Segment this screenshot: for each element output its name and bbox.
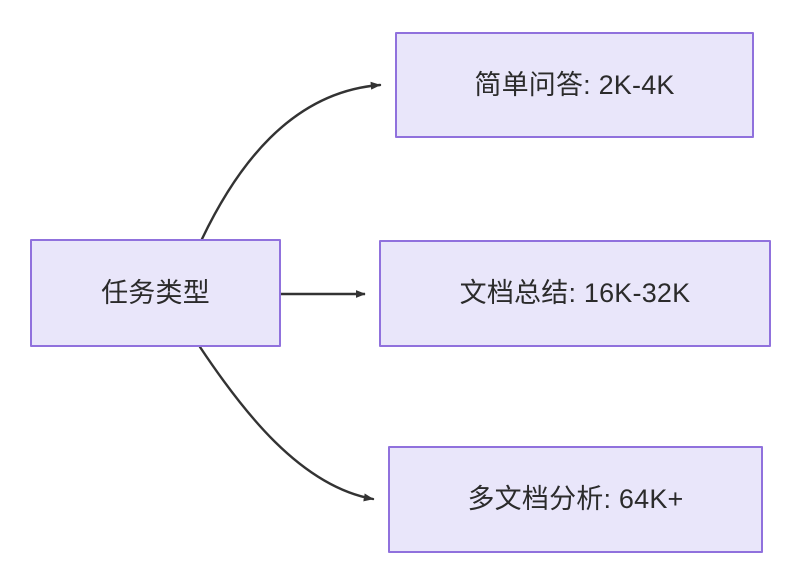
node-simple-qa-label: 简单问答: 2K-4K — [474, 69, 675, 100]
node-multi-doc-label: 多文档分析: 64K+ — [467, 484, 684, 515]
node-multi-doc[interactable]: 多文档分析: 64K+ — [388, 446, 763, 553]
node-doc-summary[interactable]: 文档总结: 16K-32K — [379, 240, 771, 347]
node-task-type-label: 任务类型 — [101, 277, 210, 308]
node-task-type[interactable]: 任务类型 — [30, 239, 281, 347]
edge-source-to-multi-doc — [198, 345, 375, 502]
node-simple-qa[interactable]: 简单问答: 2K-4K — [395, 32, 754, 138]
node-doc-summary-label: 文档总结: 16K-32K — [459, 278, 691, 309]
edge-source-to-simple-qa — [200, 81, 382, 241]
